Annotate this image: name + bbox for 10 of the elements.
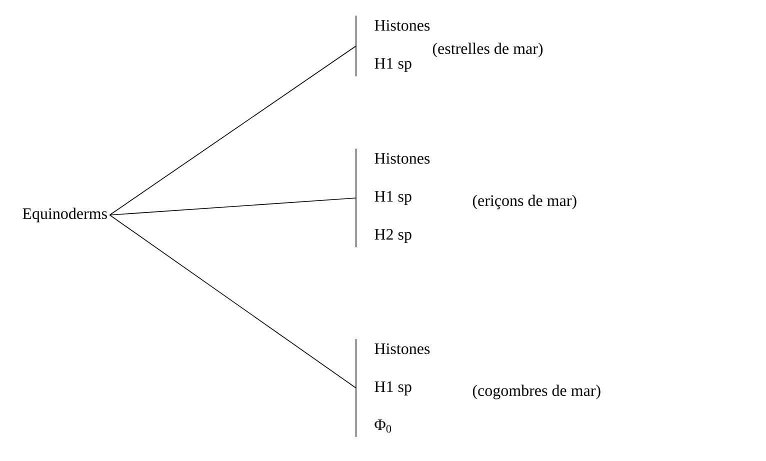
histone-group: Histones H1 sp H2 sp — [356, 148, 430, 248]
label: Equinoderms — [22, 208, 107, 222]
histone-group: Histones H1 sp Φ$_{0}$ — [356, 338, 430, 438]
connector-line — [109, 198, 356, 216]
histone-group: Histones H1 sp — [356, 15, 430, 77]
group-caption: (cogombres de mar) — [472, 384, 600, 400]
connector-line — [109, 214, 356, 388]
connector-line — [109, 46, 356, 216]
group-caption: (eriçons de mar) — [472, 194, 576, 210]
group-caption: (estrelles de mar) — [432, 42, 543, 58]
